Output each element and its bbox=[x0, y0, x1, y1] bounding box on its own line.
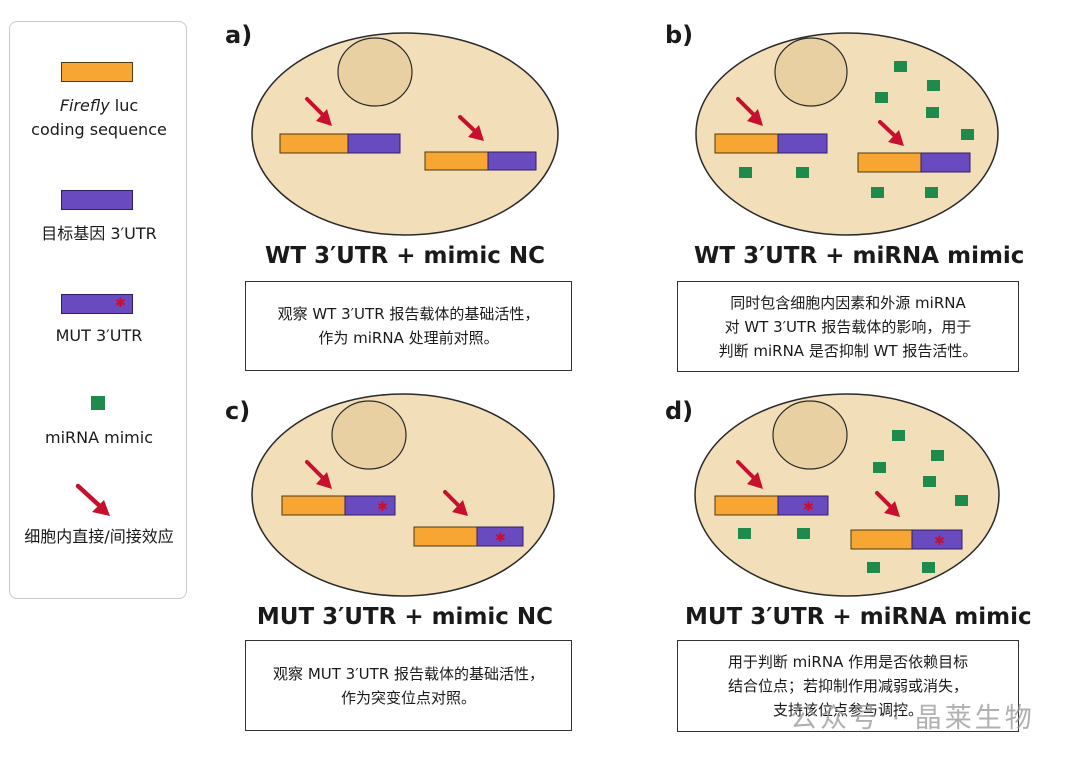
panel-desc-c: 观察 MUT 3′UTR 报告载体的基础活性，作为突变位点对照。 bbox=[245, 640, 572, 731]
mutation-star-icon: ✱ bbox=[115, 296, 126, 311]
svg-text:✱: ✱ bbox=[803, 500, 814, 515]
panel-desc-a: 观察 WT 3′UTR 报告载体的基础活性，作为 miRNA 处理前对照。 bbox=[245, 281, 572, 371]
panel-title-b: WT 3′UTR + miRNA mimic bbox=[694, 243, 1025, 269]
legend-utr-label: 目标基因 3′UTR bbox=[41, 224, 157, 243]
cell-diagram-b bbox=[695, 32, 999, 236]
svg-text:✱: ✱ bbox=[377, 500, 388, 515]
legend-utr-bar bbox=[61, 190, 133, 210]
watermark-text: 公众号 · 晶莱生物 bbox=[790, 703, 1035, 734]
svg-text:✱: ✱ bbox=[934, 534, 945, 549]
mimic-square-icon bbox=[91, 396, 105, 410]
panel-label-c: c) bbox=[225, 397, 251, 425]
cell-diagram-a bbox=[251, 32, 559, 236]
cell-diagram-c: ✱ ✱ bbox=[251, 393, 555, 597]
red-arrow-icon bbox=[75, 483, 110, 516]
legend-luc-bar bbox=[61, 62, 133, 82]
legend-luc-label: Firefly luc coding sequence bbox=[31, 96, 167, 139]
legend-panel: Firefly luc coding sequence 目标基因 3′UTR ✱… bbox=[9, 21, 187, 599]
legend-mut-label: MUT 3′UTR bbox=[55, 326, 143, 345]
panel-title-c: MUT 3′UTR + mimic NC bbox=[256, 604, 554, 630]
panel-label-d: d) bbox=[665, 397, 694, 425]
panel-desc-d: 用于判断 miRNA 作用是否依赖目标结合位点；若抑制作用减弱或消失，支持该位点… bbox=[677, 640, 1019, 732]
panel-label-a: a) bbox=[225, 21, 253, 49]
legend-mut-bar bbox=[61, 294, 133, 314]
panel-title-a: WT 3′UTR + mimic NC bbox=[265, 243, 545, 269]
cell-diagram-d: ✱ ✱ bbox=[694, 393, 1000, 597]
legend-arrow-label: 细胞内直接/间接效应 bbox=[24, 527, 174, 546]
panel-title-d: MUT 3′UTR + miRNA mimic bbox=[685, 604, 1032, 630]
panel-label-b: b) bbox=[665, 21, 694, 49]
legend-mimic-label: miRNA mimic bbox=[44, 428, 153, 447]
svg-text:✱: ✱ bbox=[495, 531, 506, 546]
